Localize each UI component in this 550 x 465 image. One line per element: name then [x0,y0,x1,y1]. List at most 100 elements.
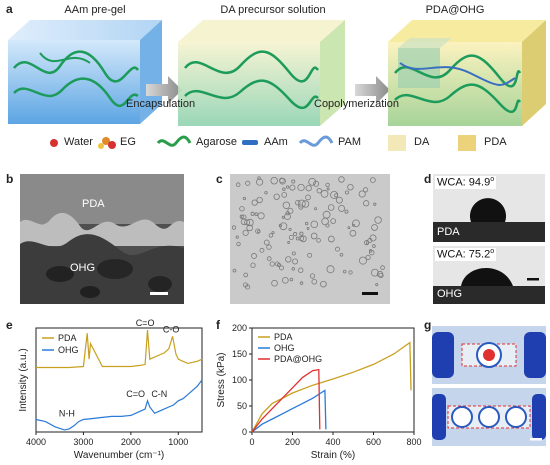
micrograph-particle [335,246,340,252]
micrograph-particle [374,216,382,224]
micrograph-particle [305,194,311,201]
micrograph-particle [372,244,376,248]
stage3-title: PDA@OHG [425,4,485,16]
legend-water: Water [64,136,93,148]
micrograph-particle [287,241,291,244]
micrograph-particle [293,232,298,237]
micrograph-particle [282,201,291,209]
legend-aam: AAm [264,136,288,148]
stress-x-tick-label: 200 [285,437,300,447]
micrograph-particle [320,280,327,288]
micrograph-particle [231,225,237,230]
micrograph-particle [365,254,371,260]
stress-y-tick-label: 150 [232,349,247,359]
stress-x-tick-label: 0 [249,437,254,447]
micrograph-particle [344,209,349,214]
micrograph-particle [279,222,288,231]
micrograph-particle [297,199,306,208]
micrograph-particle [245,180,251,186]
panel-label-c: c [216,172,223,186]
micrograph-particle [292,258,299,265]
micrograph-particle [251,253,257,259]
micrograph-particle [322,210,331,219]
micrograph-particle [335,196,343,204]
ftir-y-axis-label: Intensity (a.u.) [18,348,29,411]
micrograph-particle [246,224,253,232]
stress-legend-label: PDA@OHG [274,354,322,364]
micrograph-particle [235,235,239,239]
micrograph-particle [347,183,354,191]
wca-ohg-sample: OHG [437,288,463,300]
micrograph-particle [268,233,274,238]
micrograph-particle [271,231,275,235]
micrograph-particle [358,256,367,265]
stress-x-tick-label: 600 [366,437,381,447]
sem-pda-label: PDA [82,198,105,210]
wca-ohg-photo: WCA: 75.2o OHG [433,246,545,304]
micrograph-particle [325,223,330,228]
ftir-series-line-pda [36,330,203,369]
micrograph-particle [250,211,255,216]
stress-y-tick-label: 50 [237,401,247,411]
sem-image: PDA OHG [20,174,184,304]
micrograph-particle [299,281,304,285]
micrograph-particle [257,176,261,180]
ftir-x-tick-label: 2000 [121,437,141,447]
stress-y-tick-label: 200 [232,323,247,333]
micrograph-particle [380,265,385,270]
ftir-peak-annotation: C-N [151,389,167,399]
sem-texture [20,174,184,304]
micrograph-particle [288,234,294,240]
micrograph-particle [370,268,379,277]
micrograph-particle [235,182,241,187]
droplet-ohg [461,267,513,286]
stage1-title: AAm pre-gel [64,4,126,16]
stress-legend-label: OHG [274,343,295,353]
legend-agarose: Agarose [196,136,237,148]
micrograph-particle [255,228,261,234]
stress-series-line-ohg [251,389,327,433]
micrograph-particle [251,199,258,206]
legend-da: DA [414,136,430,148]
micrograph-particle [339,252,344,257]
micrograph-particle [376,271,384,278]
micrograph-particle [239,206,245,212]
micrograph-particle [298,267,304,273]
micrograph-particle [299,231,304,236]
micrograph-particle [310,220,319,229]
micrograph-particle [289,184,296,191]
micrograph-particle [289,277,294,282]
micrograph-particle [236,241,241,247]
micrograph-particle [240,218,248,226]
ftir-x-tick-label: 4000 [26,437,46,447]
pam-wave-icon [298,135,334,147]
micrograph-particle [282,277,289,284]
micrograph-particle [368,249,373,253]
ftir-series-line-ohg [35,379,203,431]
aam-bar-icon [242,140,258,145]
micrograph-particle [263,239,270,246]
panel-label-f: f [216,318,220,332]
micrograph-particle [243,272,249,278]
wca-ohg-value: WCA: 75.2o [435,248,497,261]
micrograph-particle [288,227,292,231]
stress-x-tick-label: 400 [325,437,340,447]
sem-ohg-label: OHG [70,262,96,274]
panel-label-b: b [6,172,14,186]
micrograph-particle [295,200,301,206]
micrograph-particle [241,214,247,220]
legend-icons [50,135,476,151]
agarose-wave-icon [156,135,192,147]
stretch-photo-top [432,326,546,384]
aam-pregel-box [8,20,162,124]
micrograph-particle [316,238,321,243]
stress-legend-label: PDA [274,332,293,342]
micrograph-particle [259,247,265,253]
micrograph-particle [348,270,353,275]
scale-bar-c [362,292,378,295]
ftir-peak-annotation: C=O [136,318,155,328]
stretch-photo-bottom [432,388,546,446]
micrograph-particle [352,219,360,228]
micrograph-particle [307,252,313,258]
